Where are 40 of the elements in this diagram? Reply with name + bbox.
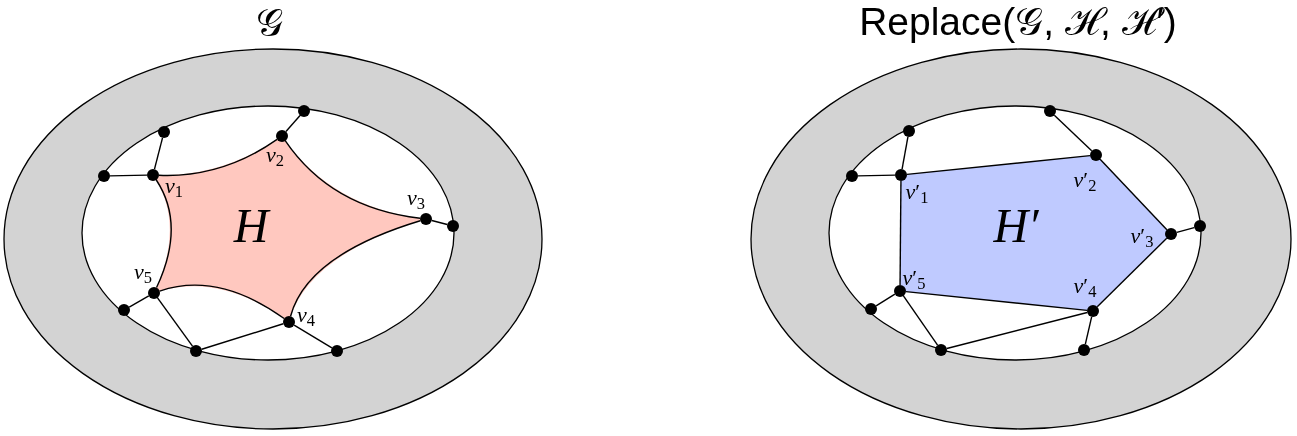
- edge-line: [289, 220, 421, 317]
- edge-line: [153, 137, 164, 170]
- edge-line: [285, 114, 301, 133]
- edge-line: [128, 295, 150, 308]
- vertex-label: v′$_{2}$: [1073, 169, 1097, 191]
- edge-line: [902, 295, 939, 346]
- edge-line: [1099, 158, 1168, 231]
- edge-line: [905, 290, 1088, 312]
- vertex-label: v$_{1}$: [165, 175, 183, 197]
- edge-line: [1096, 237, 1168, 308]
- region-label: H: [233, 202, 269, 250]
- edge-line: [1053, 114, 1093, 152]
- edge-line: [1084, 316, 1093, 345]
- vertex-label: v′$_{1}$: [905, 181, 929, 203]
- edge-line: [109, 174, 148, 177]
- edge-line: [155, 179, 172, 289]
- panel-title: Replace(𝒢, ℋ, ℋ′): [859, 2, 1177, 41]
- panel-title: 𝒢: [255, 4, 283, 42]
- region-label: H′: [993, 202, 1039, 250]
- vertex-label: v$_{5}$: [134, 261, 152, 283]
- edge-line: [946, 311, 1088, 350]
- edge-line: [431, 219, 448, 226]
- edge-line: [158, 138, 278, 177]
- vertex-label: v′$_{3}$: [1130, 225, 1154, 247]
- edge-line: [899, 180, 902, 286]
- vertex-label: v$_{3}$: [407, 187, 425, 209]
- vertex-label: v$_{4}$: [297, 304, 315, 326]
- edge-line: [293, 324, 333, 349]
- edge-line: [906, 154, 1091, 176]
- edge-line: [1176, 226, 1195, 234]
- vertex-label: v′$_{4}$: [1073, 275, 1097, 297]
- edge-line: [875, 293, 896, 307]
- vertex-label: v$_{2}$: [266, 144, 284, 166]
- edge-line: [158, 284, 285, 320]
- edge-line: [201, 323, 284, 350]
- vertex-label: v′$_{5}$: [902, 267, 926, 289]
- edge-line: [156, 297, 194, 347]
- edge-line: [284, 140, 421, 219]
- edge-line: [857, 174, 896, 177]
- edge-line: [901, 136, 909, 170]
